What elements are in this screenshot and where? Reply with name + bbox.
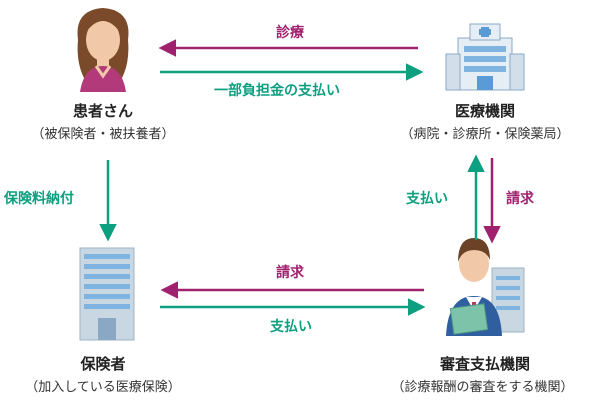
- label-copay: 一部負担金の支払い: [214, 83, 340, 99]
- label-pay-from-insurer: 支払い: [270, 319, 312, 335]
- label-premium: 保険料納付: [4, 191, 74, 207]
- review-title: 審査支払機関: [439, 355, 530, 373]
- hospital-icon: [445, 23, 525, 91]
- review-subtitle: （診療報酬の審査をする機関）: [391, 380, 574, 395]
- label-shinryo: 診療: [276, 25, 304, 41]
- patient-subtitle: （被保険者・被扶養者）: [31, 127, 175, 142]
- insurer-subtitle: （加入している医療保険）: [25, 380, 181, 395]
- patient-icon: [77, 8, 129, 92]
- label-claim-from-hospital: 請求: [506, 191, 534, 207]
- insurer-building-icon: [79, 247, 135, 341]
- hospital-title: 医療機関: [454, 102, 515, 120]
- label-pay-to-hospital: 支払い: [406, 191, 448, 207]
- insurer-title: 保険者: [80, 355, 126, 373]
- hospital-subtitle: （病院・診療所・保険薬局）: [400, 127, 570, 142]
- label-claim-to-insurer: 請求: [276, 265, 304, 281]
- patient-title: 患者さん: [72, 102, 133, 120]
- review-organization-icon: [446, 238, 525, 336]
